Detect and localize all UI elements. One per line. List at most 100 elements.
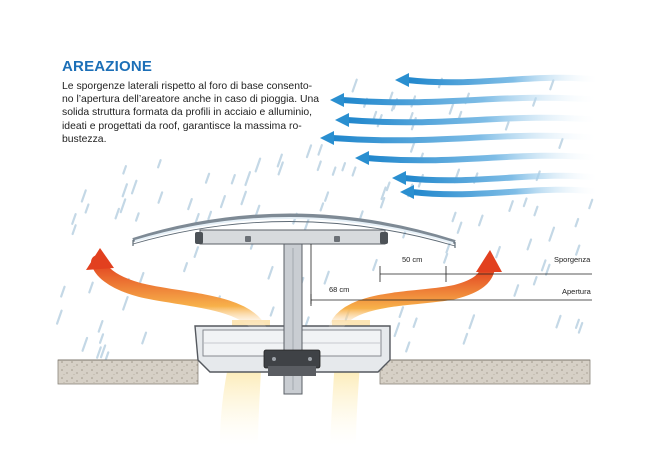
wind-arrow-icon	[355, 151, 603, 165]
rain-drop-icon	[157, 159, 162, 169]
rain-drop-icon	[393, 322, 401, 338]
rain-drop-icon	[207, 210, 213, 221]
wind-arrow-icon	[330, 93, 603, 107]
rain-drop-icon	[141, 331, 148, 345]
dimension-lines: 50 cm 68 cm Sporgenza Apertura	[310, 244, 592, 306]
rain-drop-icon	[134, 212, 140, 222]
rain-drop-icon	[98, 333, 105, 344]
rain-drop-icon	[219, 194, 226, 209]
roof-slab	[57, 359, 591, 385]
rain-drop-icon	[548, 226, 556, 242]
wind-arrow-icon	[320, 131, 603, 145]
rain-drop-icon	[323, 270, 330, 285]
rain-drop-icon	[230, 173, 236, 185]
rain-drop-icon	[157, 191, 164, 204]
rain-drop-icon	[522, 197, 528, 208]
rain-drop-icon	[478, 214, 484, 227]
wind-arrow-icon	[400, 185, 603, 199]
rain-drop-icon	[331, 166, 337, 176]
rain-drop-icon	[372, 258, 378, 272]
rain-drop-icon	[508, 200, 514, 212]
rain-drop-icon	[96, 346, 102, 359]
rain-drop-icon	[84, 203, 90, 214]
rain-drop-icon	[574, 318, 580, 329]
rain-drop-icon	[588, 198, 594, 210]
rain-drop-icon	[130, 179, 138, 195]
rain-drop-icon	[183, 262, 189, 273]
rain-drop-icon	[305, 144, 313, 159]
rain-drop-icon	[341, 162, 347, 172]
rain-drop-icon	[71, 213, 77, 225]
rain-drop-icon	[254, 157, 262, 173]
rain-drop-icon	[532, 276, 538, 286]
dimension-label-68: 68 cm	[329, 285, 349, 294]
rain-drop-icon	[443, 252, 449, 264]
heat-arrow-icon	[328, 250, 502, 337]
rain-drop-icon	[119, 198, 127, 214]
wind-arrows	[320, 73, 603, 199]
rain-drop-icon	[351, 78, 358, 93]
rain-drop-icon	[448, 102, 455, 115]
rain-drop-icon	[385, 181, 391, 192]
rain-drop-icon	[555, 314, 562, 329]
section-title: AREAZIONE	[62, 58, 153, 75]
rain-drop-icon	[533, 205, 539, 217]
rain-drop-icon	[504, 121, 510, 131]
wind-arrow-icon	[335, 113, 603, 127]
rain-drop-icon	[71, 224, 77, 236]
rain-drop-icon	[99, 344, 107, 359]
rain-drop-icon	[379, 196, 386, 209]
rain-drop-icon	[97, 319, 104, 333]
rain-drop-icon	[540, 259, 547, 272]
rain-drop-icon	[549, 79, 555, 91]
rain-drop-icon	[304, 316, 310, 327]
central-post	[263, 243, 321, 395]
rain-drop-icon	[324, 191, 330, 202]
rain-drop-icon	[558, 137, 564, 149]
rain-drop-icon	[398, 306, 405, 319]
rain-drop-icon	[412, 317, 418, 328]
rain-drop-icon	[462, 332, 469, 345]
rain-drop-icon	[187, 197, 193, 211]
rain-drop-icon	[88, 281, 94, 294]
rain-drop-icon	[495, 245, 501, 259]
rain-drop-icon	[317, 144, 323, 156]
rain-drop-icon	[319, 202, 325, 212]
rain-drop-icon	[55, 309, 63, 325]
rain-drop-icon	[204, 172, 211, 184]
rain-drop-icon	[269, 306, 275, 317]
rain-drop-icon	[244, 171, 252, 187]
rain-drop-icon	[451, 211, 457, 223]
description-line: solida struttura formata da profili in a…	[62, 107, 313, 119]
rain-drop-icon	[380, 186, 387, 201]
heat-arrow-icon	[86, 248, 267, 337]
top-crossbar	[195, 229, 388, 245]
description-line: bustezza.	[62, 133, 107, 145]
rain-drop-icon	[60, 285, 66, 298]
dimension-label-50: 50 cm	[402, 255, 422, 264]
rain-drop-icon	[351, 166, 357, 177]
rain-drop-icon	[81, 336, 89, 352]
rain-drop-icon	[80, 189, 87, 203]
description-line: no l’apertura dell’areatore anche in cas…	[62, 94, 320, 106]
rain-drop-icon	[122, 165, 128, 175]
rain-drop-icon	[316, 160, 322, 172]
rain-drop-icon	[114, 207, 120, 220]
rain-drop-icon	[574, 217, 580, 228]
rain-drop-icon	[575, 244, 581, 256]
label-sporgenza: Sporgenza	[554, 255, 591, 264]
rain-drop-icon	[405, 341, 411, 353]
rain-drop-icon	[193, 246, 200, 258]
rain-drop-icon	[138, 271, 145, 286]
description-line: Le sporgenze laterali rispetto al foro d…	[62, 81, 313, 92]
label-apertura: Apertura	[562, 287, 592, 296]
wind-arrow-icon	[395, 73, 603, 87]
rain-drop-icon	[358, 210, 364, 221]
rain-drop-icon	[267, 265, 274, 280]
wind-arrow-icon	[392, 171, 603, 185]
rain-drop-icon	[577, 321, 584, 334]
rain-drop-icon	[240, 190, 247, 206]
rain-drop-icon	[468, 314, 476, 330]
rain-drop-icon	[513, 284, 520, 297]
